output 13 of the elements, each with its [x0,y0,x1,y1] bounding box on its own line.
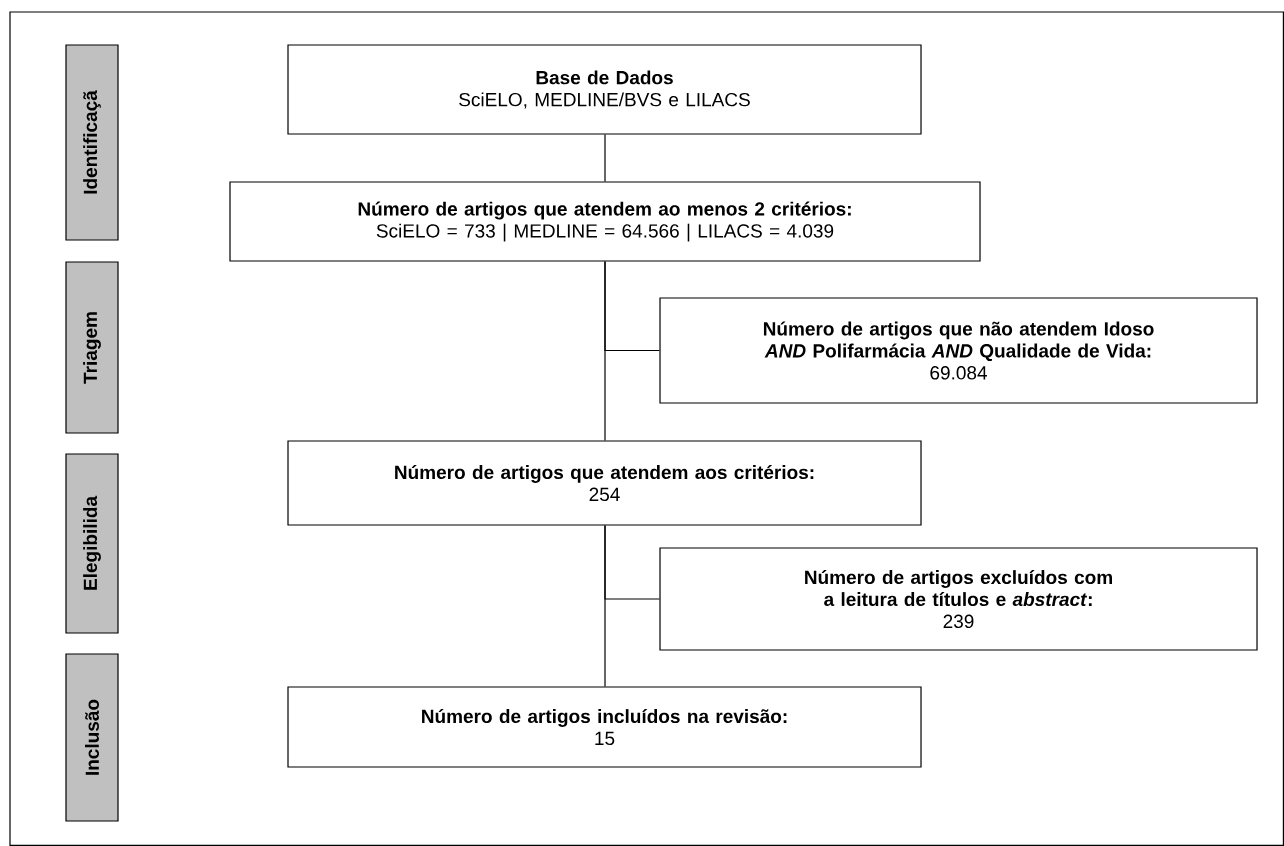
stage-band: Identificaçã [65,44,119,241]
stage-band: Elegibilida [65,453,119,634]
connector-line [604,134,606,182]
connector-line [604,525,606,687]
stage-band: Inclusão [65,653,119,822]
process-box: Número de artigos incluídos na revisão: 15 [287,686,922,768]
connector-line [604,261,606,441]
exclusion-box: Número de artigos que não atendem Idoso AND Polifarmácia AND Qualidade de Vida: 69.084 [659,297,1258,404]
stage-band: Triagem [65,261,119,434]
exclusion-box: Número de artigos excluídos com a leitura de títulos e abstract: 239 [659,547,1258,651]
process-box: Número de artigos que atendem aos critérios: 254 [287,440,922,526]
process-box: Base de Dados SciELO, MEDLINE/BVS e LILACS [287,44,922,135]
process-box: Número de artigos que atendem ao menos 2 critérios: SciELO = 733 | MEDLINE = 64.566 | LILACS = 4.039 [229,181,981,262]
